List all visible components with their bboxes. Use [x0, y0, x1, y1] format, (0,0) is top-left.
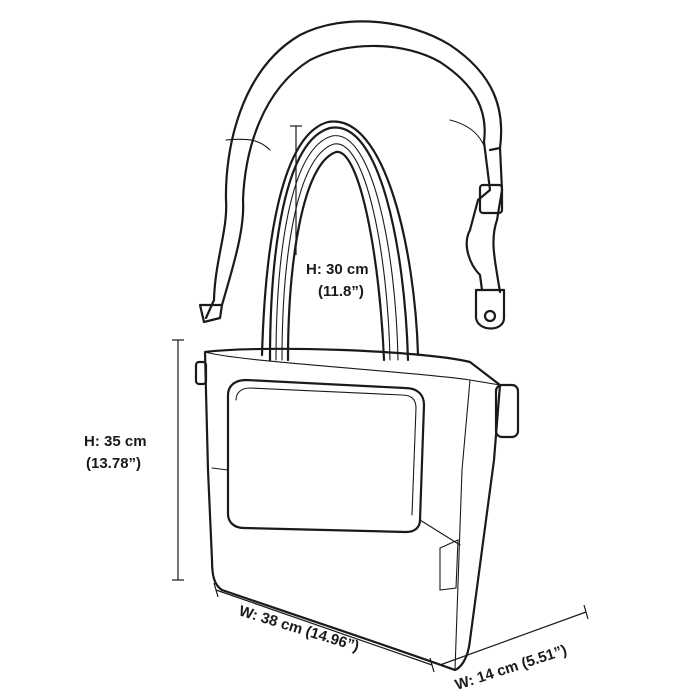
bag-width-label: W: 38 cm (14.96”)	[237, 603, 361, 656]
shoulder-strap	[198, 20, 506, 330]
bag-body	[194, 347, 520, 672]
handle-height-label: H: 30 cm	[306, 261, 369, 278]
front-pocket	[226, 378, 426, 534]
bag-height-label: H: 35 cm	[84, 433, 147, 450]
strap-buckle	[478, 183, 504, 215]
bag-handles	[260, 120, 420, 362]
dimension-lines	[172, 125, 589, 673]
side-strap-loop	[494, 383, 520, 439]
bag-height-inches-label: (13.78”)	[86, 455, 141, 472]
handle-height-inches-label: (11.8”)	[318, 283, 364, 300]
bag-depth-label: W: 14 cm (5.51”)	[453, 642, 569, 694]
strap-clip	[474, 288, 506, 330]
